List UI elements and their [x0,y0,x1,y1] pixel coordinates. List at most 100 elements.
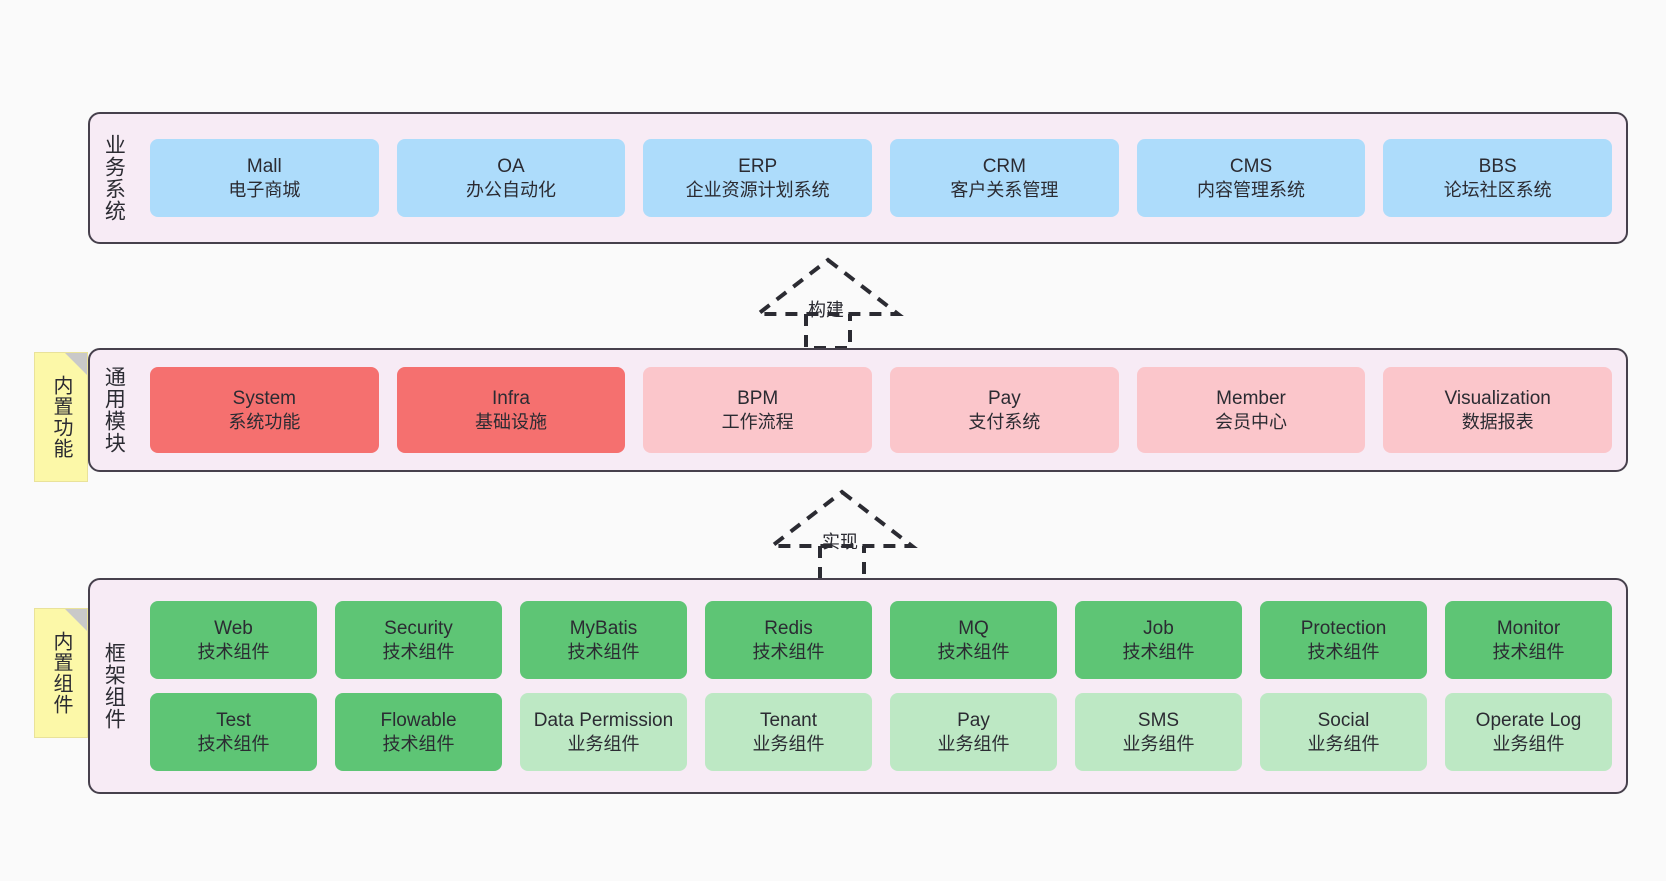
connector-build-label: 构建 [808,300,844,320]
card-subtitle: 技术组件 [567,641,640,662]
card-title: Job [1143,617,1174,639]
card-title: Data Permission [533,709,674,731]
card-title: Security [384,617,453,639]
card-title: Tenant [759,709,818,731]
card-subtitle: 企业资源计划系统 [685,179,830,200]
card-title: Infra [491,387,531,409]
card-subtitle: 业务组件 [937,733,1010,754]
card-title: Mall [246,155,282,177]
card-subtitle: 系统功能 [228,411,301,432]
card-subtitle: 工作流程 [721,411,794,432]
card-subtitle: 数据报表 [1461,411,1534,432]
card-title: Visualization [1444,387,1551,409]
card-subtitle: 技术组件 [382,733,455,754]
card-subtitle: 业务组件 [1307,733,1380,754]
connector-build-shaft [804,314,852,350]
note-fold-corner-icon [65,353,87,375]
connector-build-arrowhead [752,257,904,316]
card-title: Member [1216,387,1286,409]
card-subtitle: 技术组件 [937,641,1010,662]
sticky-note-builtin-features-label: 内置功能 [50,375,72,459]
card-title: Test [216,709,251,731]
note-fold-corner-icon [65,609,87,631]
card-subtitle: 技术组件 [382,641,455,662]
card-subtitle: 基础设施 [475,411,547,432]
card-subtitle: 论坛社区系统 [1443,179,1552,200]
card-title: BBS [1478,155,1517,177]
card-subtitle: 技术组件 [1492,641,1565,662]
card-title: System [232,387,297,409]
layer-caption-business: 业务系统 [102,134,126,222]
card-subtitle: 客户关系管理 [950,179,1059,200]
card-title: CMS [1229,155,1273,177]
connector-build: 构建 [752,257,904,350]
card-title: Redis [764,617,813,639]
card-title: Operate Log [1475,709,1582,731]
card-title: MQ [958,617,989,639]
card-subtitle: 业务组件 [567,733,640,754]
layer-caption-framework: 框架组件 [102,642,126,730]
card-subtitle: 支付系统 [968,411,1041,432]
card-title: BPM [737,387,779,409]
card-subtitle: 业务组件 [752,733,825,754]
card-title: OA [497,155,525,177]
card-title: Pay [987,387,1021,409]
sticky-note-builtin-components: 内置组件 [34,608,88,738]
card-subtitle: 会员中心 [1215,411,1288,432]
card-title: Social [1317,709,1370,731]
card-subtitle: 技术组件 [197,733,270,754]
card-subtitle: 业务组件 [1122,733,1195,754]
layer-caption-modules: 通用模块 [102,366,126,454]
sticky-note-builtin-components-label: 内置组件 [50,631,72,715]
card-title: Pay [957,709,990,731]
card-subtitle: 技术组件 [1122,641,1195,662]
connector-implement-shaft [818,546,866,582]
card-title: Monitor [1496,617,1561,639]
card-subtitle: 业务组件 [1492,733,1565,754]
card-subtitle: 电子商城 [228,179,301,200]
card-subtitle: 技术组件 [1307,641,1380,662]
card-title: MyBatis [569,617,638,639]
connector-implement-label: 实现 [822,532,858,552]
card-title: CRM [982,155,1026,177]
card-title: Flowable [380,709,457,731]
